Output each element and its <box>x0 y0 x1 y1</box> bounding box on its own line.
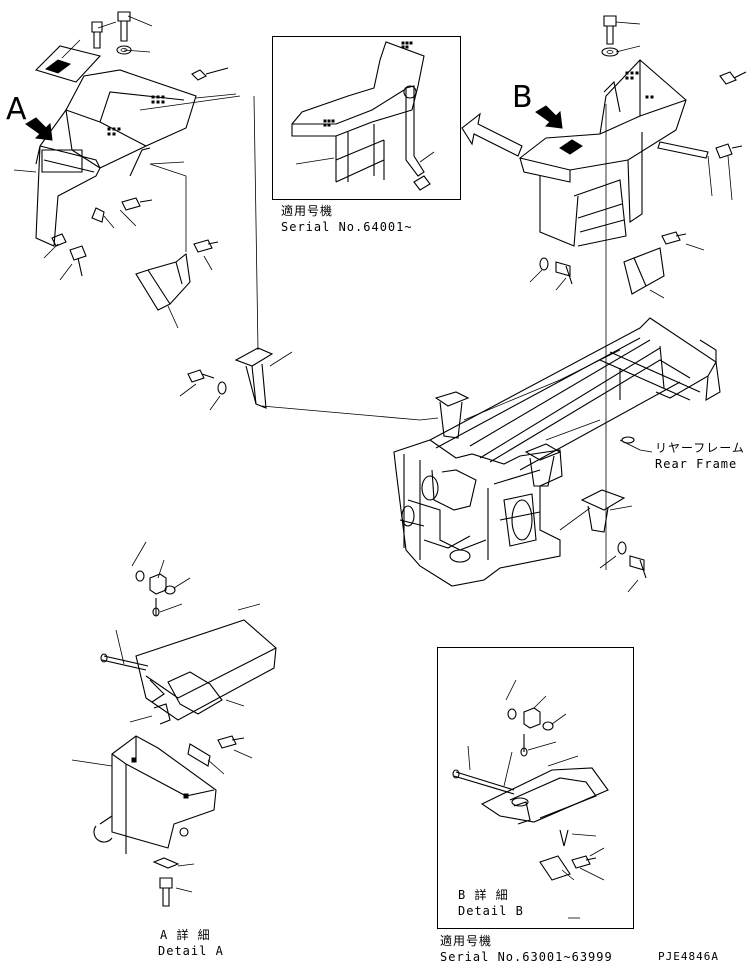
detail-a-label-en: Detail A <box>158 944 224 958</box>
rear-frame-drawing <box>394 318 720 592</box>
inset-top-applicable-label: 適用号機 <box>281 204 334 218</box>
left-support-bracket <box>140 96 438 420</box>
right-step-assembly <box>520 16 746 570</box>
detail-b-drawing <box>453 680 608 918</box>
detail-b-label-en: Detail B <box>458 904 524 918</box>
rear-frame-label-en: Rear Frame <box>655 457 738 471</box>
inset-serial-64001-frame <box>272 36 461 200</box>
left-step-assembly <box>14 12 236 328</box>
rear-frame-label-jp: リヤーフレーム <box>655 441 745 455</box>
detail-a-drawing <box>72 542 276 906</box>
detail-b-label-jp: B 詳 細 <box>458 888 509 902</box>
inset-bottom-applicable-label: 適用号機 <box>440 934 493 948</box>
drawing-code-label: PJE4846A <box>658 950 719 963</box>
view-a-arrow <box>26 118 52 140</box>
view-a-callout: A <box>6 92 27 127</box>
detail-a-label-jp: A 詳 細 <box>160 928 211 942</box>
inset-step-drawing <box>292 42 434 190</box>
view-b-arrow <box>536 106 562 128</box>
inset-detail-b-frame <box>437 647 634 929</box>
inset-bottom-serial-label: Serial No.63001~63999 <box>440 950 613 964</box>
inset-top-serial-label: Serial No.64001~ <box>281 220 413 234</box>
view-b-callout: B <box>512 80 533 115</box>
inset-pointer-arrow <box>462 114 522 156</box>
